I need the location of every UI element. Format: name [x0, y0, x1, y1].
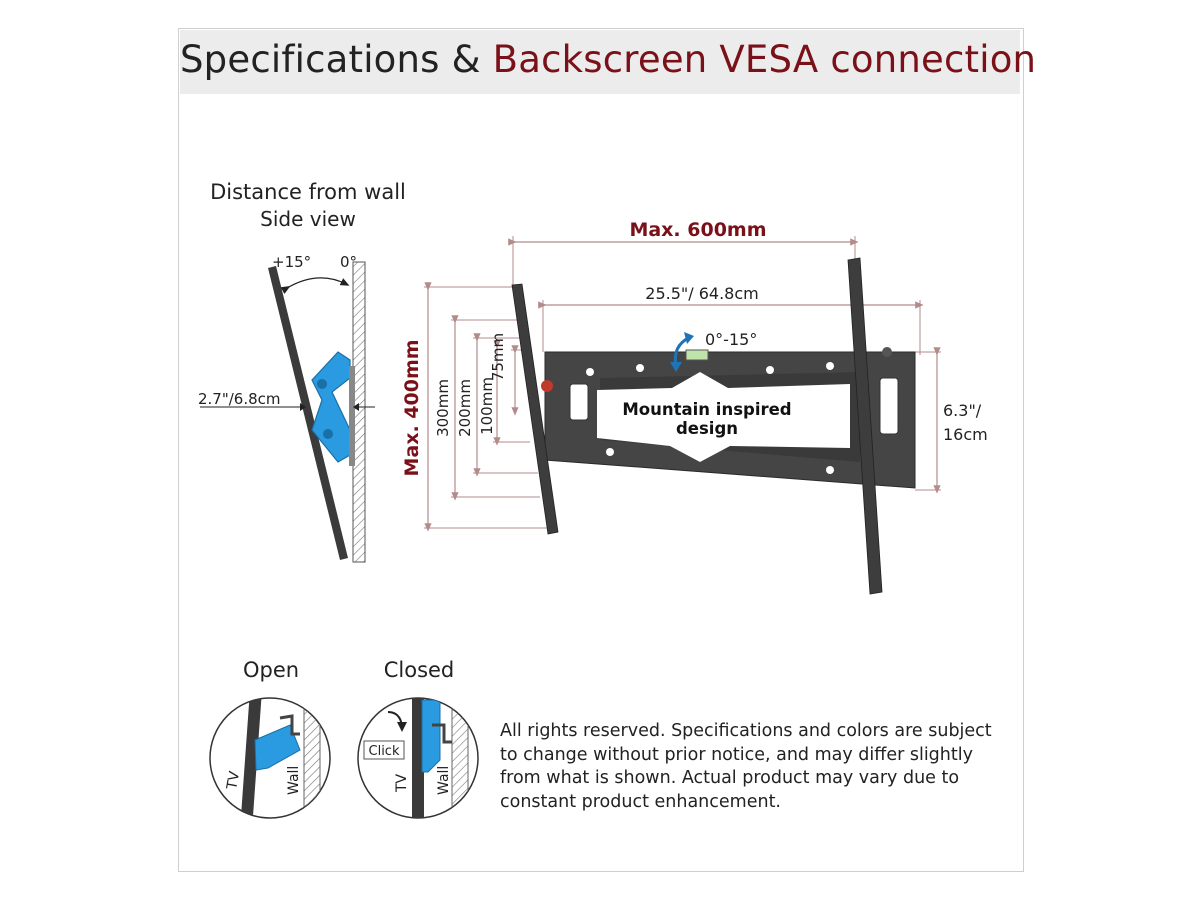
lock-detail-open: Open TV Wall: [209, 658, 331, 819]
arm-knob-right: [882, 347, 892, 357]
wall-label-closed: Wall: [436, 766, 452, 795]
pivot-bolt-top: [317, 379, 327, 389]
disclaimer-line2: to change without prior notice, and may …: [500, 744, 973, 765]
bracket-height-label-1: 6.3"/: [943, 401, 982, 420]
side-view-heading: Distance from wall: [210, 180, 406, 204]
open-label: Open: [243, 658, 299, 682]
title-part1: Specifications &: [180, 38, 493, 81]
bracket-width-label: 25.5"/ 64.8cm: [645, 284, 758, 303]
plate-hole: [826, 362, 834, 370]
page-title: Specifications & Backscreen VESA connect…: [180, 36, 1036, 84]
closed-label: Closed: [384, 658, 455, 682]
angle-tilt-label: +15°: [272, 253, 311, 271]
distance-arrow-left-icon: [300, 403, 306, 411]
click-label: Click: [369, 744, 400, 759]
tilt-range-label: 0°-15°: [705, 330, 757, 349]
tilt-arrow-head-top-icon: [684, 332, 694, 344]
tilt-arrow-head-bottom-icon: [670, 362, 682, 372]
click-arrow-head-icon: [397, 722, 407, 732]
plate-hole: [636, 364, 644, 372]
tv-arm-right: [847, 257, 883, 595]
plate-hole: [586, 368, 594, 376]
pivot-bolt-bottom: [323, 429, 333, 439]
safety-lock-icon: [541, 380, 553, 392]
title-part2: Backscreen VESA connection: [492, 38, 1037, 81]
design-label-area: [597, 372, 850, 462]
wall-closed: [451, 699, 469, 818]
wall-plate: [349, 366, 355, 466]
design-label-line1: Mountain inspired: [622, 400, 791, 419]
vesa-75-label: 75mm: [489, 333, 507, 381]
vesa-300-label: 300mm: [434, 379, 452, 437]
plate-hole: [766, 366, 774, 374]
tv-panel-closed: [412, 698, 424, 818]
wall-bracket-open: [279, 714, 300, 736]
tv-panel-side: [268, 266, 348, 560]
side-view: Distance from wall Side view +15° 0° 2.7…: [198, 180, 406, 563]
tv-label-closed: TV: [394, 773, 410, 793]
tv-arm-left: [511, 283, 559, 535]
vesa-200-label: 200mm: [456, 379, 474, 437]
distance-arrow-right-icon: [353, 403, 359, 411]
tilt-arc-icon: [280, 277, 350, 294]
plate-slot-right: [879, 377, 899, 435]
distance-label: 2.7"/6.8cm: [198, 390, 281, 408]
wall-bracket-closed: [432, 723, 452, 744]
title-bar: [180, 30, 1020, 94]
max-height-label: Max. 400mm: [401, 339, 423, 476]
click-badge: [363, 740, 405, 760]
blue-hook-closed: [421, 699, 441, 773]
side-view-subheading: Side view: [260, 207, 356, 231]
bracket-height-label-2: 16cm: [943, 425, 988, 444]
front-view: Max. 600mm 25.5"/ 64.8cm Max. 400mm 300m…: [401, 219, 988, 595]
max-width-label: Max. 600mm: [629, 219, 766, 241]
spirit-level-icon: [685, 349, 709, 361]
vesa-100-label: 100mm: [478, 377, 496, 435]
wall-open: [303, 699, 321, 818]
tv-panel-open: [240, 698, 262, 818]
disclaimer: All rights reserved. Specifications and …: [500, 720, 1020, 814]
disclaimer-line1: All rights reserved. Specifications and …: [500, 721, 992, 741]
plate-slot-left: [569, 383, 589, 421]
plate-hole: [606, 448, 614, 456]
disclaimer-line3: from what is shown. Actual product may v…: [500, 768, 960, 788]
wall-label-open: Wall: [286, 766, 302, 795]
disclaimer-line4: constant product enhancement.: [500, 791, 781, 812]
lock-detail-closed: Closed Click TV Wall: [357, 658, 479, 819]
tv-label-open: TV: [224, 770, 243, 792]
design-label-line2: design: [676, 419, 738, 438]
plate-hole: [826, 466, 834, 474]
blue-hook-open: [254, 724, 301, 771]
